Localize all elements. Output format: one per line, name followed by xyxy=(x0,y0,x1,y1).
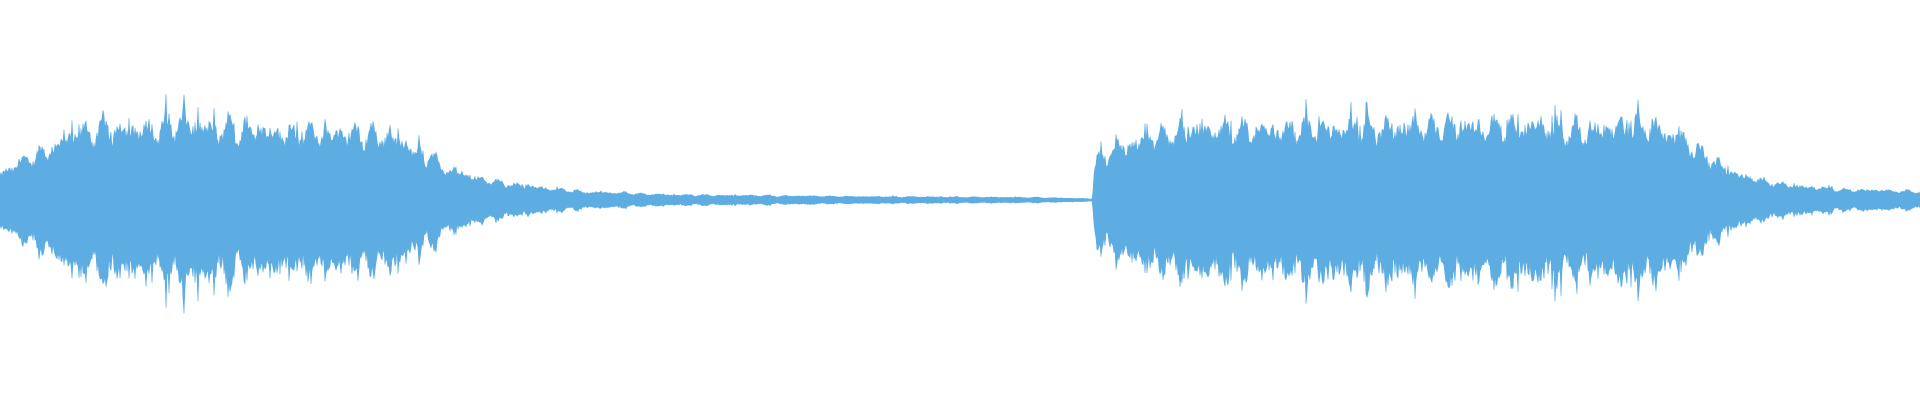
waveform-shape xyxy=(0,94,1920,314)
waveform-bars xyxy=(0,94,1920,314)
